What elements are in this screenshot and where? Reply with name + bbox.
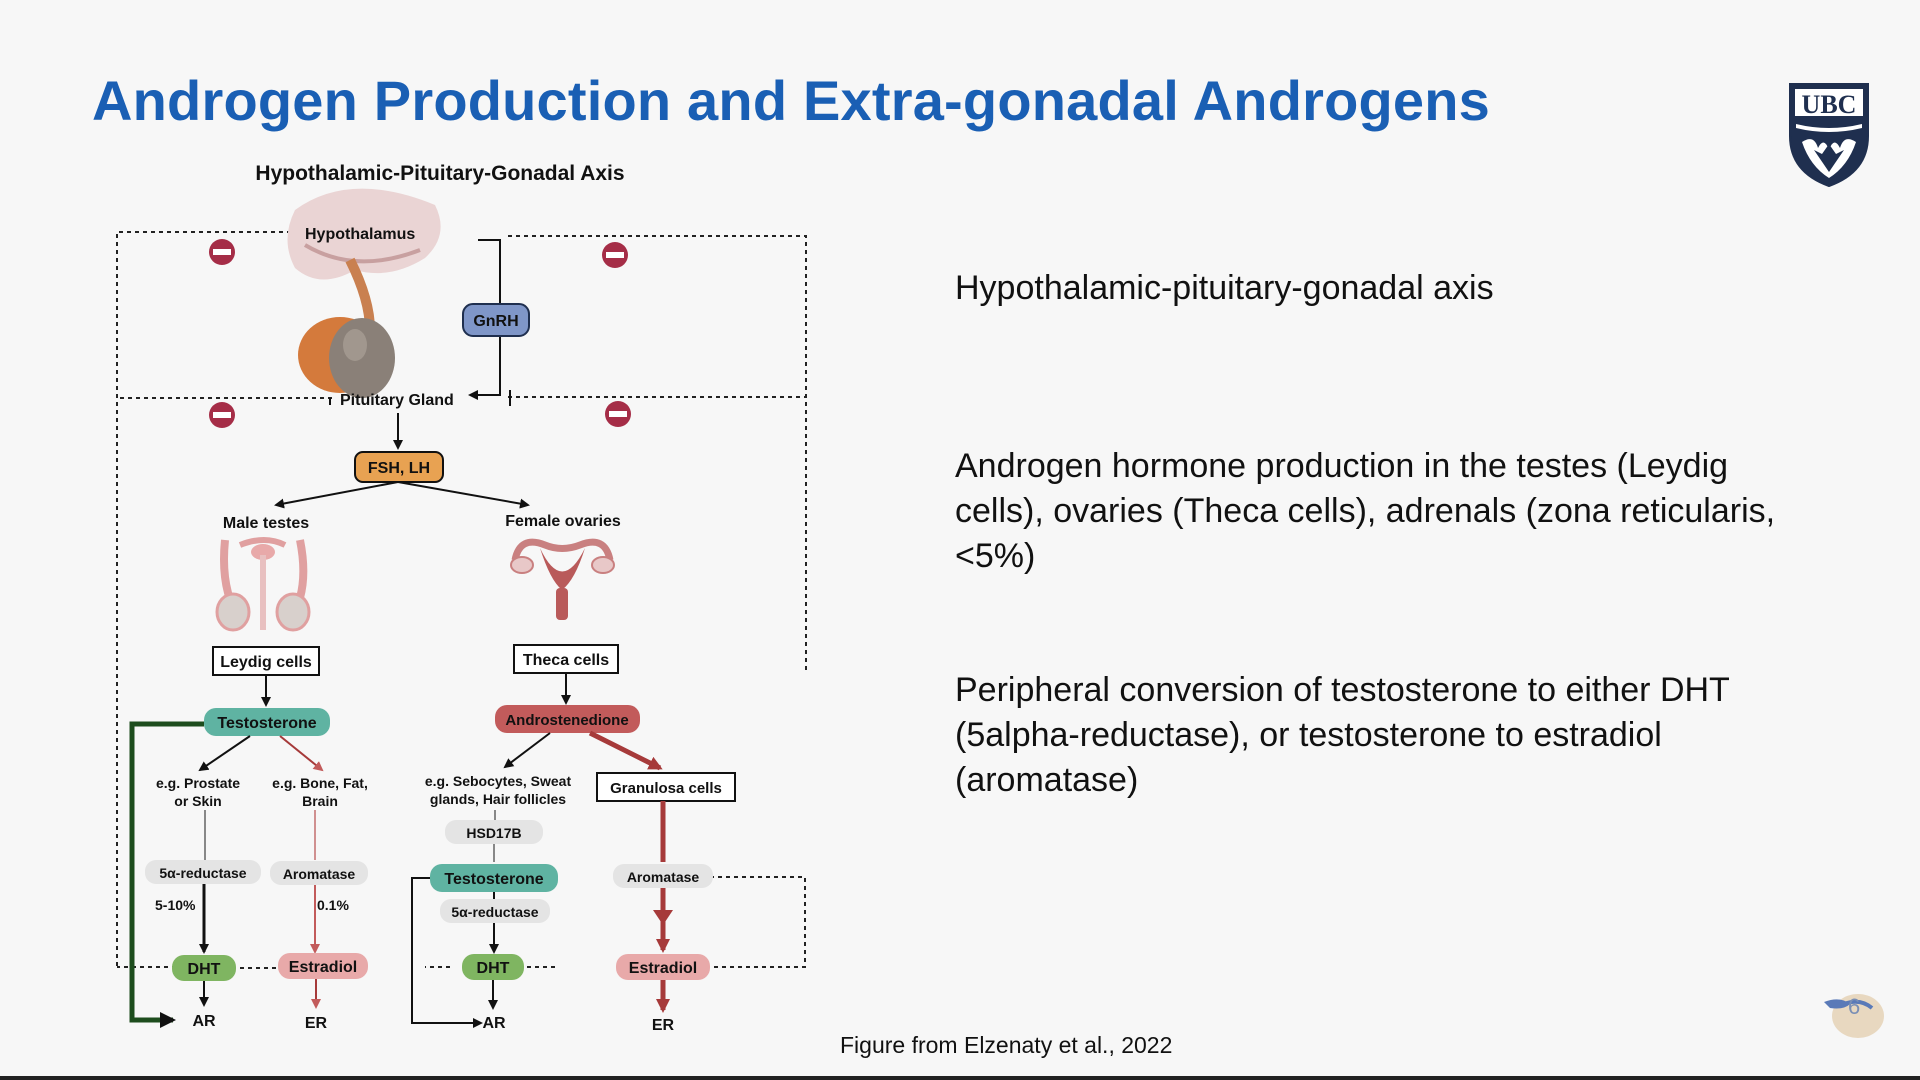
inhibition-icon: [605, 401, 631, 427]
bullet-item: Androgen hormone production in the teste…: [955, 447, 1776, 575]
pct-5-10: 5-10%: [155, 897, 196, 913]
svg-text:GnRH: GnRH: [473, 313, 518, 330]
hpg-axis-diagram: Hypothalamic-Pituitary-Gonadal Axis Hypo…: [116, 162, 807, 1034]
sebocytes-label-2: glands, Hair follicles: [430, 791, 566, 807]
leydig-cells-box: Leydig cells: [212, 646, 320, 676]
svg-text:5α-reductase: 5α-reductase: [451, 904, 538, 920]
svg-text:Aromatase: Aromatase: [283, 866, 356, 882]
testosterone-2-badge: Testosterone: [430, 864, 558, 892]
negative-feedback-loops: [116, 231, 807, 969]
estradiol-left-badge: Estradiol: [278, 953, 368, 979]
bullet-item: Peripheral conversion of testosterone to…: [955, 671, 1730, 799]
hypothalamus-label: Hypothalamus: [305, 226, 415, 243]
bone-label-2: Brain: [302, 793, 338, 809]
svg-text:FSH, LH: FSH, LH: [368, 460, 430, 477]
svg-text:Testosterone: Testosterone: [217, 715, 316, 732]
er-left: ER: [305, 1015, 328, 1032]
inhibition-icon: [602, 242, 628, 268]
hypothalamus-illustration: [287, 188, 441, 331]
reductase-left-badge: 5α-reductase: [145, 860, 261, 884]
ovaries-illustration: [510, 538, 615, 620]
ubc-logo: UBC: [1789, 83, 1869, 188]
dht-mid-badge: DHT: [462, 954, 524, 980]
androstenedione-badge: Androstenedione: [495, 705, 640, 733]
inhibition-icon: [209, 402, 235, 428]
ar-left: AR: [192, 1013, 216, 1030]
dht-left-badge: DHT: [172, 955, 236, 981]
svg-text:Testosterone: Testosterone: [444, 871, 543, 888]
svg-text:Granulosa cells: Granulosa cells: [610, 780, 722, 797]
male-testes-label: Male testes: [223, 515, 309, 532]
fsh-lh-badge: FSH, LH: [354, 451, 444, 483]
slide-title: Androgen Production and Extra-gonadal An…: [92, 69, 1491, 132]
estradiol-right-badge: Estradiol: [616, 954, 710, 980]
svg-text:Estradiol: Estradiol: [289, 959, 357, 976]
aromatase-right-badge: Aromatase: [613, 864, 713, 888]
prostate-label-2: or Skin: [174, 793, 221, 809]
granulosa-cells-box: Granulosa cells: [596, 772, 736, 802]
reductase-mid-badge: 5α-reductase: [440, 899, 550, 923]
svg-text:Androstenedione: Androstenedione: [505, 712, 628, 729]
testosterone-badge: Testosterone: [204, 708, 330, 736]
logo-text: UBC: [1802, 90, 1857, 119]
figure-caption: Figure from Elzenaty et al., 2022: [840, 1032, 1173, 1058]
theca-cells-box: Theca cells: [513, 644, 619, 674]
bullet-item: Hypothalamic-pituitary-gonadal axis: [955, 269, 1494, 307]
inhibition-icon: [209, 239, 235, 265]
page-indicator-icon[interactable]: [1820, 984, 1888, 1042]
svg-text:Estradiol: Estradiol: [629, 960, 697, 977]
pct-0-1: 0.1%: [317, 897, 349, 913]
svg-text:HSD17B: HSD17B: [466, 825, 521, 841]
testes-illustration: [215, 537, 311, 632]
svg-text:Aromatase: Aromatase: [627, 869, 700, 885]
diagram-title: Hypothalamic-Pituitary-Gonadal Axis: [255, 162, 624, 185]
pituitary-label: Pituitary Gland: [340, 392, 454, 409]
er-right: ER: [652, 1017, 675, 1034]
svg-text:DHT: DHT: [188, 961, 221, 978]
bottom-bar: [0, 1076, 1920, 1080]
svg-text:Theca cells: Theca cells: [523, 652, 609, 669]
gnrh-badge: GnRH: [462, 303, 530, 337]
page-number: 6: [1848, 994, 1861, 1019]
aromatase-left-badge: Aromatase: [270, 861, 368, 885]
hsd17b-badge: HSD17B: [445, 820, 543, 844]
prostate-label-1: e.g. Prostate: [156, 775, 240, 791]
svg-text:5α-reductase: 5α-reductase: [159, 865, 246, 881]
svg-text:DHT: DHT: [477, 960, 510, 977]
female-ovaries-label: Female ovaries: [505, 513, 621, 530]
svg-text:Leydig cells: Leydig cells: [220, 654, 312, 671]
ar-mid: AR: [482, 1015, 506, 1032]
bone-label-1: e.g. Bone, Fat,: [272, 775, 368, 791]
sebocytes-label-1: e.g. Sebocytes, Sweat: [425, 773, 572, 789]
pituitary-illustration: [298, 317, 395, 398]
